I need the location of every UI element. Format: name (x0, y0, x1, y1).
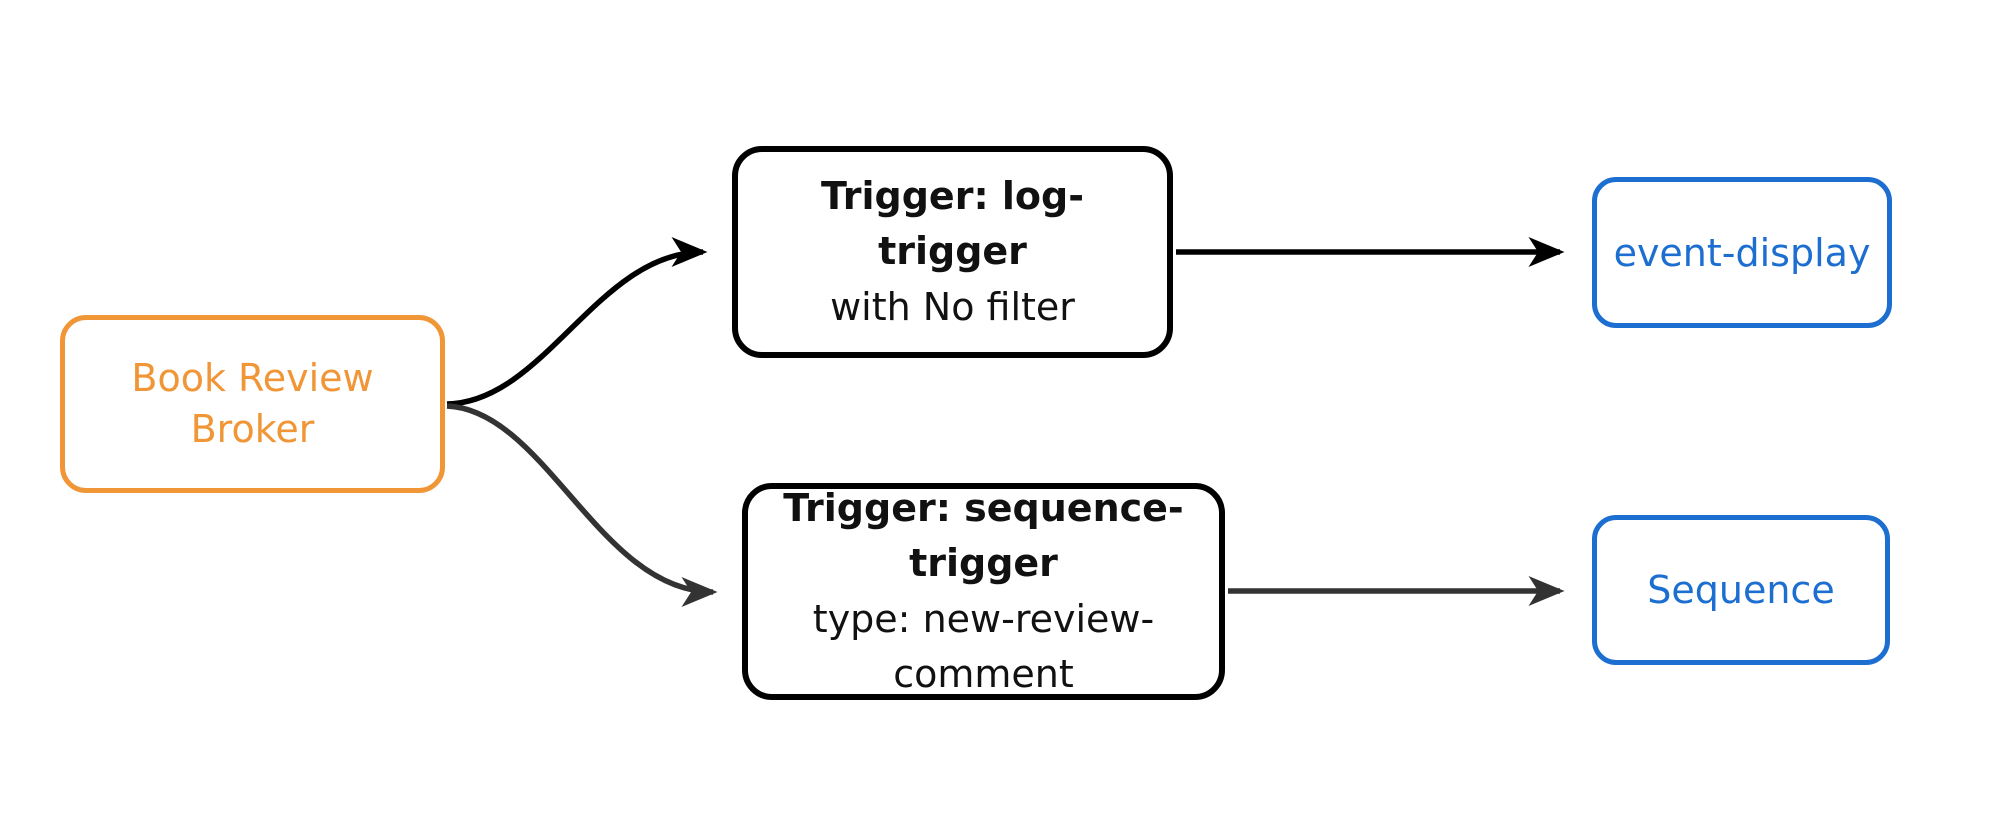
edge-broker-to-log-trigger (446, 237, 708, 407)
node-log-trigger: Trigger: log-trigger with No filter (732, 146, 1173, 358)
node-event-display: event-display (1592, 177, 1892, 328)
log-trigger-subtitle: with No filter (830, 284, 1075, 329)
node-sequence-trigger: Trigger: sequence-trigger type: new-revi… (742, 483, 1225, 700)
node-book-review-broker: Book Review Broker (60, 315, 445, 493)
event-display-label: event-display (1613, 230, 1871, 275)
broker-label: Book Review Broker (131, 355, 374, 451)
edge-broker-to-sequence-trigger (446, 403, 718, 607)
sequence-trigger-subtitle: type: new-review-comment (812, 596, 1155, 696)
log-trigger-title: Trigger: log-trigger (821, 174, 1084, 274)
node-sequence: Sequence (1592, 515, 1890, 665)
sequence-label: Sequence (1647, 568, 1835, 612)
sequence-trigger-title: Trigger: sequence-trigger (783, 486, 1184, 586)
